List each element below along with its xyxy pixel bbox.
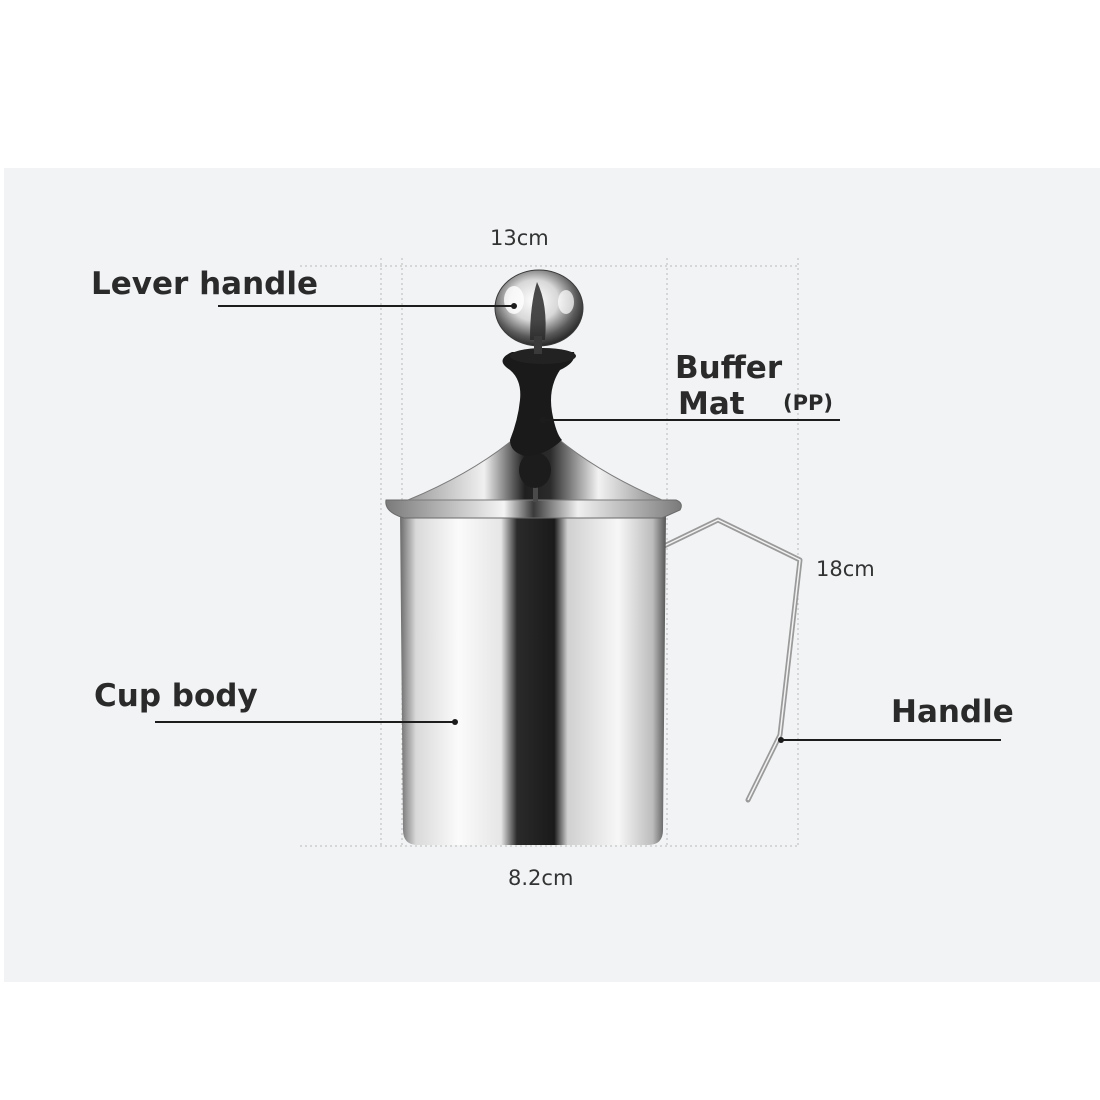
buffer-mat-label-line1: Buffer	[675, 350, 783, 386]
handle-label: Handle	[891, 694, 1014, 730]
dimension-guides	[300, 258, 800, 847]
lever-handle-label: Lever handle	[91, 266, 318, 302]
handle-leader	[781, 739, 1001, 741]
buffer-mat-material: (PP)	[783, 391, 833, 415]
cup-rim	[385, 499, 682, 519]
dimension-height: 18cm	[816, 557, 875, 581]
dimension-width-bottom: 8.2cm	[508, 866, 574, 890]
lower-knob	[519, 452, 551, 488]
handle-wire	[647, 517, 803, 803]
cup-body-leader	[155, 721, 455, 723]
lever-handle-leader	[218, 305, 514, 307]
panel-edge	[0, 168, 4, 982]
buffer-mat-shape	[502, 352, 575, 456]
buffer-mat-leader	[543, 419, 840, 421]
dimension-width-top: 13cm	[490, 226, 549, 250]
cup-body-label: Cup body	[94, 678, 258, 714]
cup-body-shape	[400, 512, 666, 845]
buffer-mat-label-line2: Mat	[678, 386, 745, 422]
